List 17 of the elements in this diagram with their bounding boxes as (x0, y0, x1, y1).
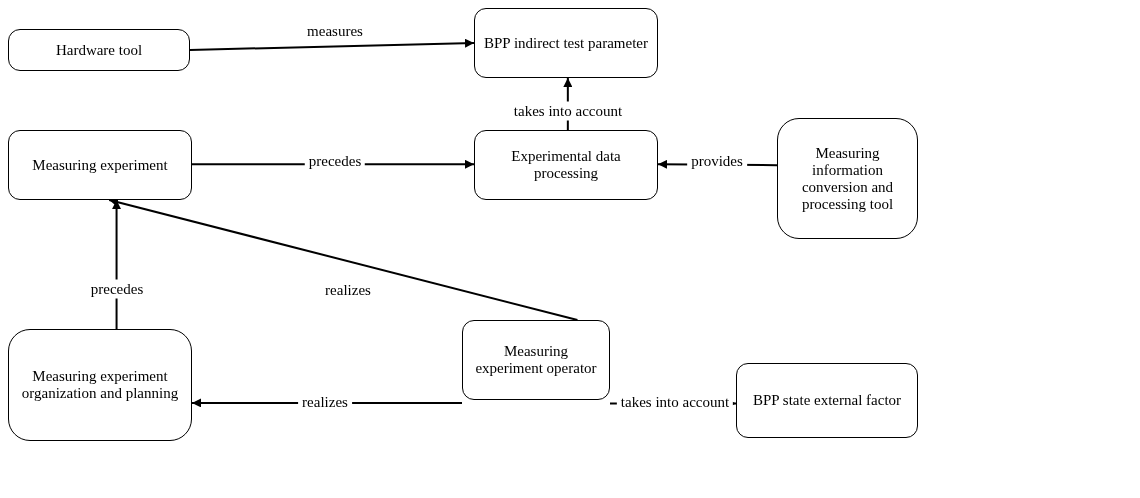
node-text: Measuring experiment operator (474, 343, 598, 377)
process-box (736, 363, 918, 438)
node-text: Measuring information conversion and processing tool (800, 144, 895, 213)
node-text: Measuring experiment organization and planning (20, 368, 180, 402)
node-text: BPP indirect test parameter (484, 34, 648, 52)
process-box (474, 8, 658, 78)
node-text: Hardware tool (55, 41, 143, 59)
process-box (8, 29, 190, 71)
node-text: BPP state external factor (752, 392, 902, 409)
node-text: Experimental data processing (510, 148, 622, 182)
process-box (8, 329, 192, 441)
process-box (474, 130, 658, 200)
arrow (189, 38, 475, 51)
process-box (8, 130, 192, 200)
process-box (777, 118, 918, 239)
node-text: Measuring experiment (32, 156, 168, 174)
process-box (462, 320, 610, 400)
